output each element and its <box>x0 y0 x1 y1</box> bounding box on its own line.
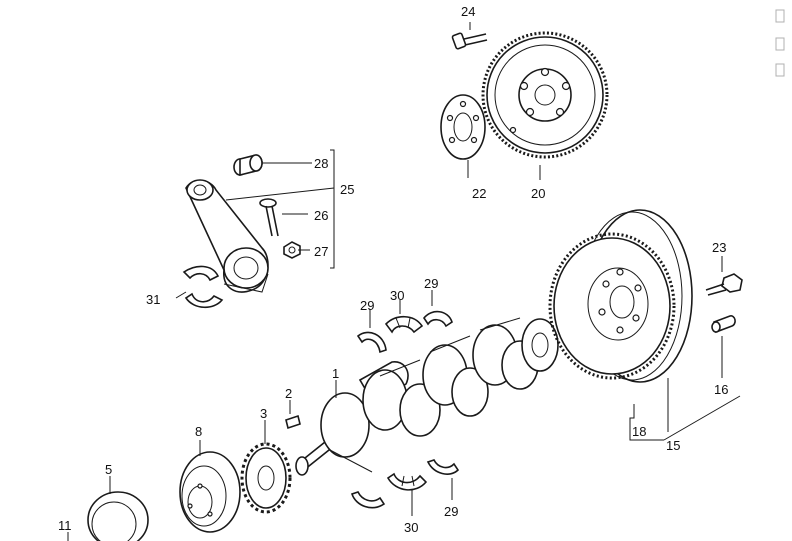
crankshaft-1[interactable] <box>295 317 559 476</box>
callout-29-lower: 29 <box>444 504 458 519</box>
callout-11: 11 <box>58 518 72 533</box>
callout-3: 3 <box>260 406 267 421</box>
callout-1: 1 <box>332 366 339 381</box>
leader-lines <box>67 22 741 541</box>
callout-15: 15 <box>666 438 680 453</box>
callout-27: 27 <box>314 244 328 259</box>
main-bearing-29-lower-right[interactable] <box>426 459 460 475</box>
callout-26: 26 <box>314 208 328 223</box>
rod-bolt-26[interactable] <box>259 198 279 237</box>
main-bearing-29-lower-left[interactable] <box>350 491 386 509</box>
callout-29-upper-left: 29 <box>360 298 374 313</box>
callout-8: 8 <box>195 424 202 439</box>
callout-30-upper: 30 <box>390 288 404 303</box>
callout-2: 2 <box>285 386 292 401</box>
callout-22: 22 <box>472 186 486 201</box>
drive-plate-18[interactable] <box>548 209 693 383</box>
shim-plate-22[interactable] <box>440 94 486 160</box>
callout-20: 20 <box>531 186 545 201</box>
bearing-shells-31[interactable] <box>182 265 224 309</box>
timing-gear-3[interactable] <box>240 442 292 514</box>
callout-16: 16 <box>714 382 728 397</box>
callout-30-lower: 30 <box>404 520 418 535</box>
callout-labels: 24 20 22 28 25 26 27 31 29 30 29 1 2 3 8… <box>58 4 728 535</box>
connecting-rod[interactable] <box>185 179 269 293</box>
callout-5: 5 <box>105 462 112 477</box>
callout-29-upper-right: 29 <box>424 276 438 291</box>
bushing-28[interactable] <box>233 154 263 177</box>
rod-nut-27[interactable] <box>283 241 301 259</box>
woodruff-key-2[interactable] <box>285 414 301 430</box>
bolt-23[interactable] <box>705 273 743 296</box>
dowel-pin-16[interactable] <box>711 315 736 334</box>
main-bearing-30-upper[interactable] <box>384 315 424 334</box>
callout-28: 28 <box>314 156 328 171</box>
main-bearing-30-lower[interactable] <box>386 472 428 491</box>
pulley-8[interactable] <box>179 451 241 533</box>
callout-31: 31 <box>146 292 160 307</box>
callout-23: 23 <box>712 240 726 255</box>
flywheel-20[interactable] <box>481 31 609 159</box>
bolt-24[interactable] <box>451 32 488 50</box>
vibration-damper-5[interactable] <box>87 491 149 541</box>
scan-corner-marks <box>775 9 785 77</box>
callout-24: 24 <box>461 4 475 19</box>
main-bearing-29-upper-left[interactable] <box>356 331 387 354</box>
main-bearing-29-upper-right[interactable] <box>423 310 453 328</box>
callout-25: 25 <box>340 182 354 197</box>
callout-18: 18 <box>632 424 646 439</box>
